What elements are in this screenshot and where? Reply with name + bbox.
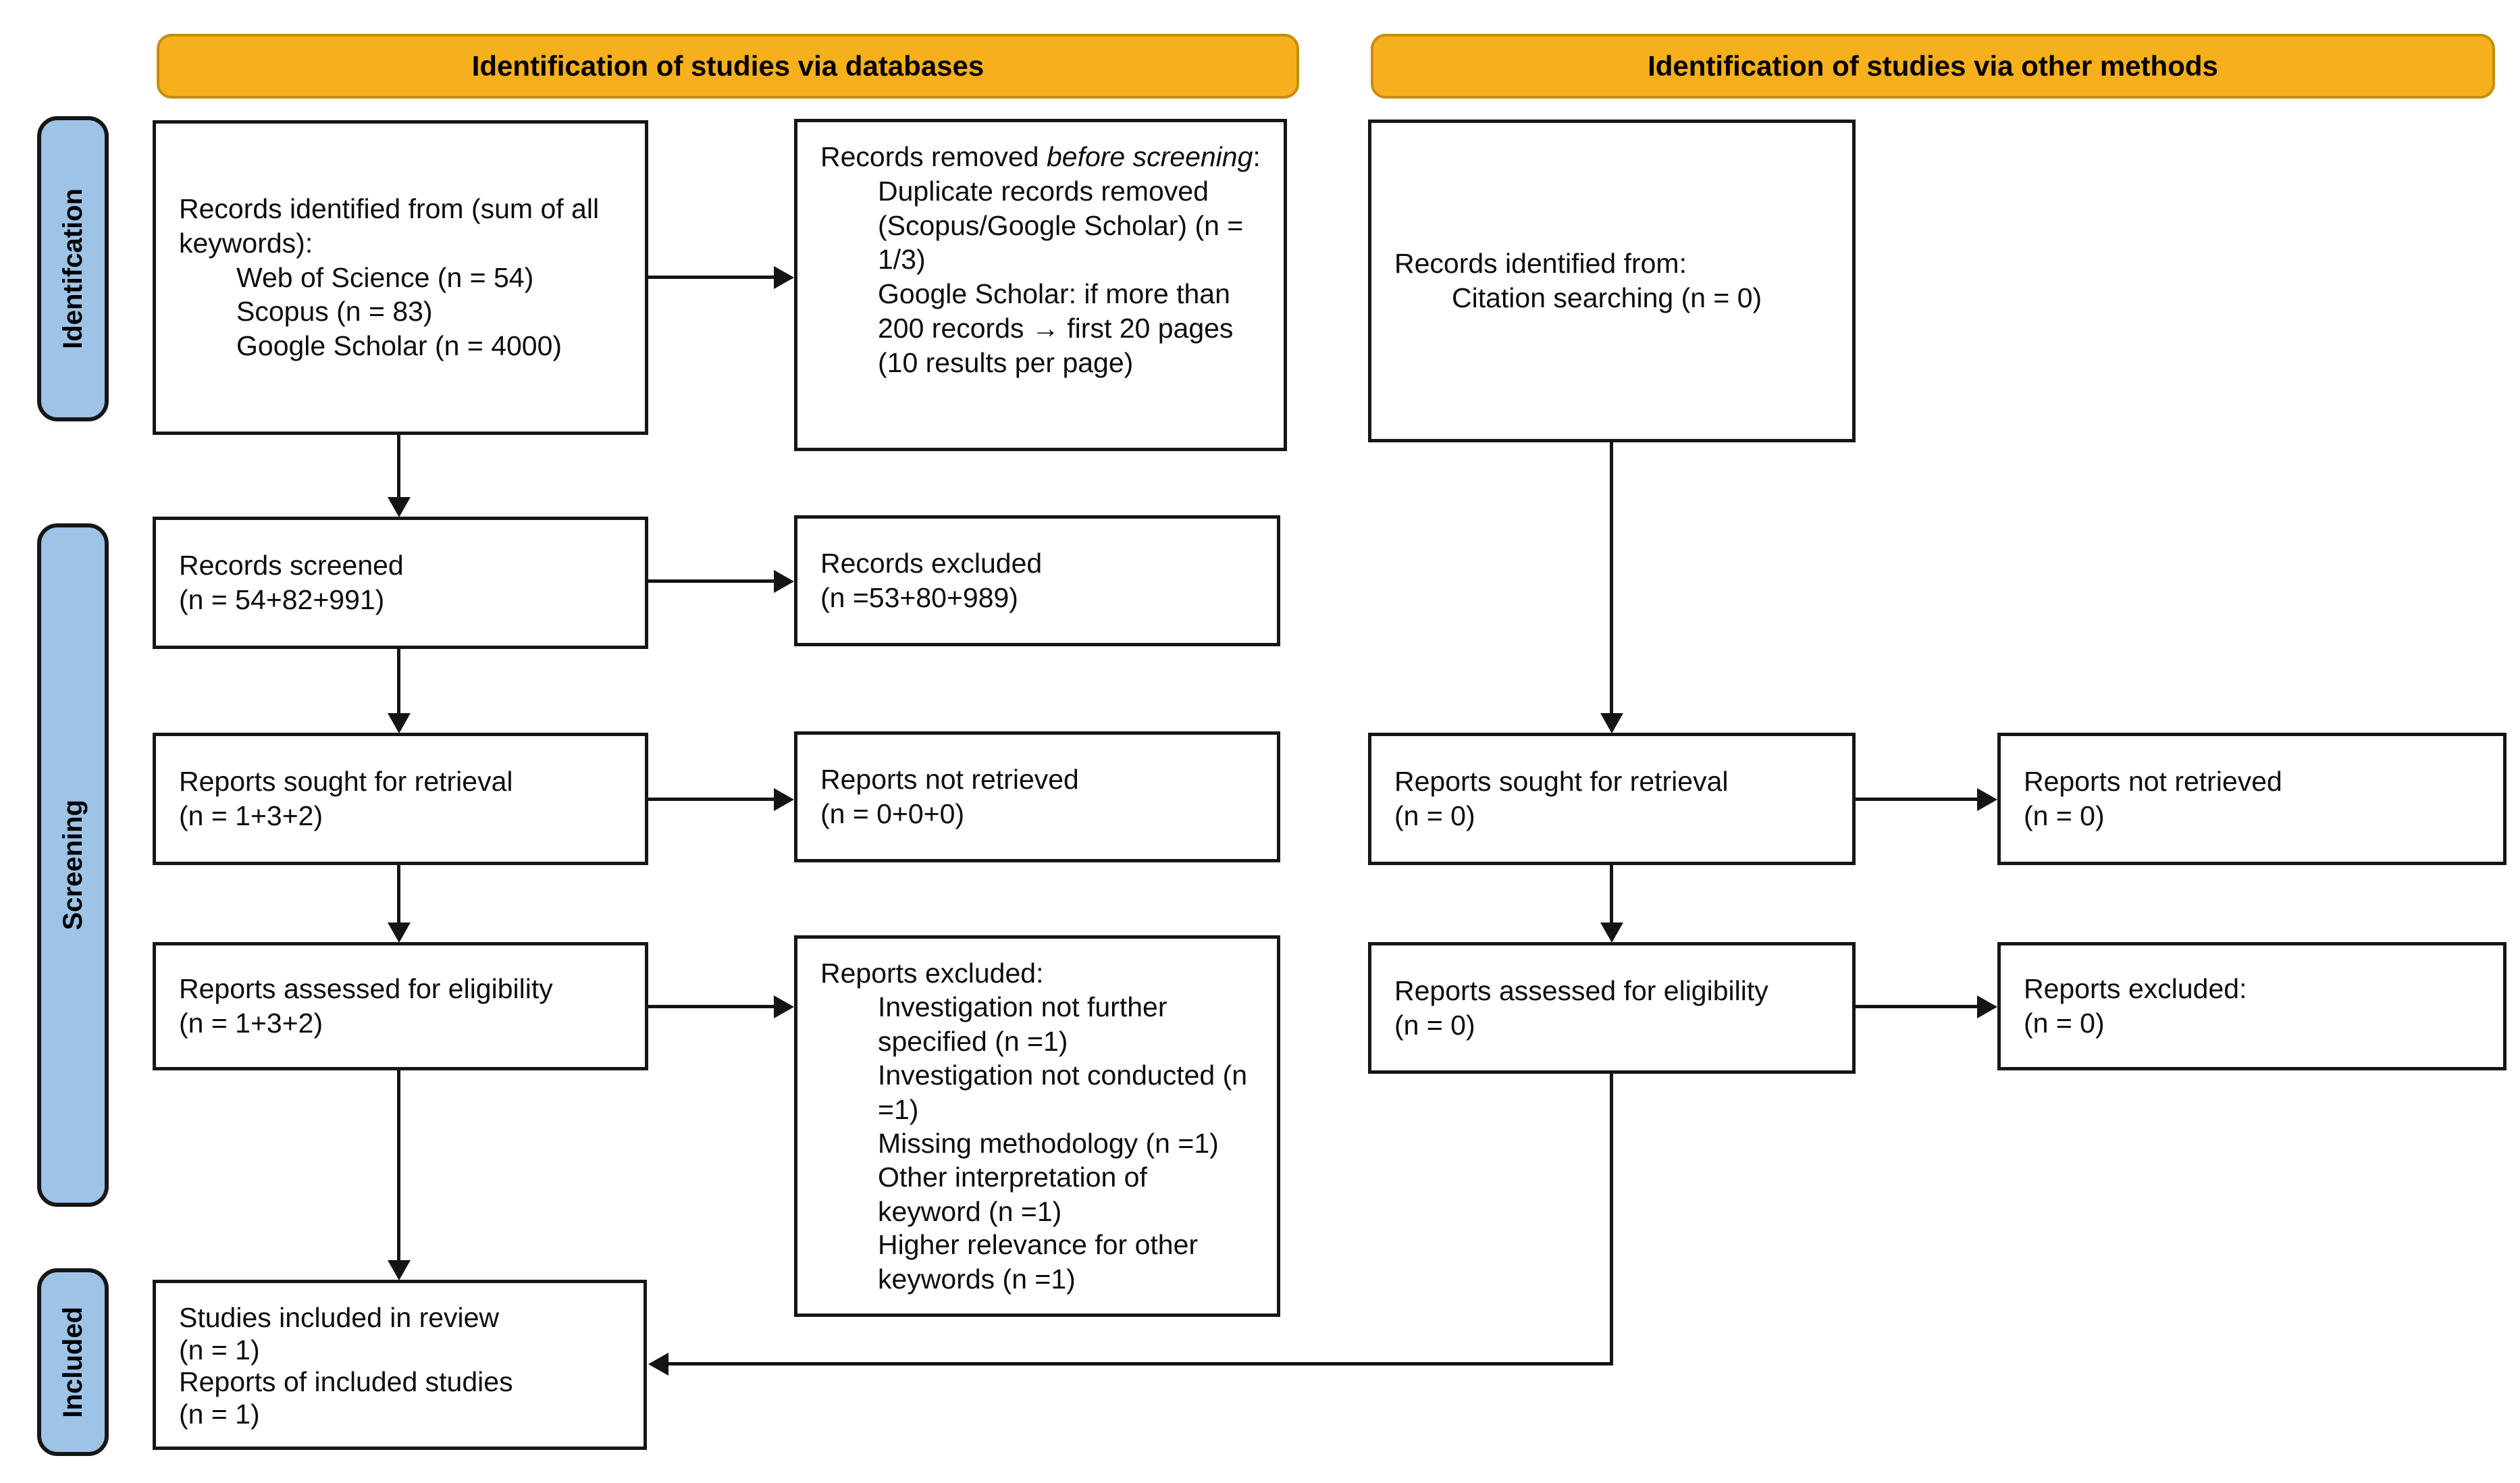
connector-assessed-other-elbow-vertical — [1610, 1074, 1613, 1365]
header-other-methods: Identification of studies via other meth… — [1371, 34, 2495, 99]
box-reports-excluded-other: Reports excluded:(n = 0) — [1997, 942, 2506, 1070]
box-records-excluded: Records excluded(n =53+80+989) — [794, 515, 1280, 646]
stage-screening: Screening — [37, 523, 109, 1207]
arrowhead-down-icon — [1600, 922, 1623, 943]
stage-included: Included — [37, 1268, 109, 1456]
arrowhead-right-icon — [1977, 995, 1997, 1018]
arrowhead-down-icon — [388, 922, 411, 943]
stage-identification-label: Identifcation — [57, 188, 88, 349]
arrowhead-right-icon — [1977, 788, 1997, 811]
header-databases: Identification of studies via databases — [157, 34, 1299, 99]
stage-screening-label: Screening — [57, 800, 88, 931]
box-reports-assessed-other: Reports assessed for eligibility(n = 0) — [1368, 942, 1856, 1074]
arrowhead-right-icon — [774, 788, 794, 811]
box-reports-sought-other: Reports sought for retrieval(n = 0) — [1368, 733, 1856, 865]
header-databases-label: Identification of studies via databases — [471, 50, 985, 82]
stage-identification: Identifcation — [37, 116, 109, 421]
box-records-identified-citation: Records identified from:Citation searchi… — [1368, 120, 1856, 442]
box-records-removed-before-screening: Records removed before screening:Duplica… — [794, 119, 1287, 451]
arrowhead-right-icon — [774, 995, 794, 1018]
connector-sought-to-assessed — [397, 865, 400, 925]
box-reports-not-retrieved-other: Reports not retrieved(n = 0) — [1997, 733, 2506, 865]
arrowhead-left-icon — [648, 1353, 668, 1376]
box-reports-excluded-databases: Reports excluded:Investigation not furth… — [794, 935, 1280, 1317]
arrowhead-down-icon — [1600, 713, 1623, 733]
box-reports-not-retrieved-databases: Reports not retrieved(n = 0+0+0) — [794, 731, 1280, 862]
connector-identified-to-screened — [397, 435, 400, 498]
box-reports-assessed-databases: Reports assessed for eligibility(n = 1+3… — [153, 942, 648, 1070]
connector-assessed-to-excluded — [648, 1005, 777, 1008]
connector-assessed-other-elbow-horizontal — [668, 1362, 1613, 1365]
connector-sought-other-to-assessed — [1610, 865, 1613, 925]
connector-assessed-other-to-excluded — [1856, 1005, 1980, 1008]
box-studies-included: Studies included in review(n = 1)Reports… — [153, 1280, 647, 1450]
stage-included-label: Included — [57, 1306, 88, 1418]
connector-screened-to-excluded — [648, 579, 777, 583]
header-other-methods-label: Identification of studies via other meth… — [1648, 50, 2218, 82]
arrowhead-down-icon — [388, 1260, 411, 1280]
connector-sought-other-to-not-retrieved — [1856, 798, 1980, 801]
box-records-identified-databases: Records identified from (sum of all keyw… — [153, 120, 648, 435]
connector-citation-to-sought — [1610, 442, 1613, 715]
arrowhead-right-icon — [774, 570, 794, 593]
connector-assessed-to-included — [397, 1070, 400, 1262]
arrowhead-down-icon — [388, 713, 411, 733]
connector-screened-to-sought — [397, 649, 400, 715]
arrowhead-right-icon — [774, 266, 794, 289]
box-reports-sought-databases: Reports sought for retrieval(n = 1+3+2) — [153, 733, 648, 865]
connector-sought-to-not-retrieved — [648, 798, 777, 801]
box-records-screened: Records screened(n = 54+82+991) — [153, 517, 648, 649]
arrowhead-down-icon — [388, 497, 411, 517]
connector-identified-to-removed — [648, 276, 777, 279]
